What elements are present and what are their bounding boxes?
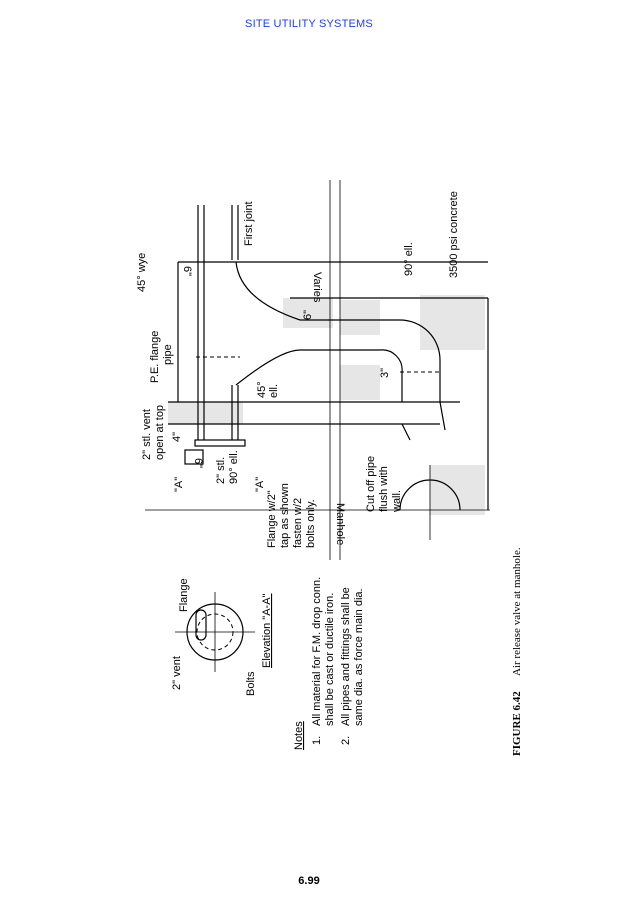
label-flange-tap: Flange w/2" bbox=[266, 490, 278, 548]
note-text: All pipes and fittings shall be bbox=[340, 587, 352, 726]
label-45-ell: 45° bbox=[256, 381, 268, 398]
note-text: same dia. as force main dia. bbox=[353, 588, 365, 726]
label-pe-pipe: pipe bbox=[162, 344, 174, 365]
label-varies: Varies bbox=[311, 272, 323, 303]
note-number: 1. bbox=[311, 736, 323, 745]
note-text: All material for F.M. drop conn. bbox=[311, 577, 323, 726]
label-elev-vent: 2" vent bbox=[171, 656, 183, 690]
label-90-ell: 90° ell. bbox=[403, 242, 415, 276]
label-flange-tap-4: bolts only. bbox=[305, 499, 317, 548]
label-stl-ell-2: 90° ell. bbox=[228, 450, 240, 484]
running-header: SITE UTILITY SYSTEMS bbox=[245, 18, 373, 30]
label-section-a-right: "A" bbox=[254, 477, 266, 492]
drawing-labels: 45° wye 2" stl. vent open at top P.E. fl… bbox=[136, 191, 460, 696]
label-stl-ell: 2" stl. bbox=[215, 457, 227, 484]
page-number: 6.99 bbox=[298, 875, 320, 887]
note-text: shall be cast or ductile iron. bbox=[324, 593, 336, 726]
notes-title: Notes bbox=[293, 721, 305, 750]
label-flange-tap-2: tap as shown bbox=[279, 483, 291, 548]
label-section-a-left: "A" bbox=[173, 477, 185, 492]
notes: Notes 1. All material for F.M. drop conn… bbox=[293, 577, 365, 750]
dim-4: 4" bbox=[171, 432, 183, 442]
dim-6-top: 6" bbox=[181, 266, 193, 276]
figure-label: FIGURE 6.42 bbox=[511, 691, 523, 756]
label-flange-tap-3: fasten w/2 bbox=[292, 498, 304, 548]
dim-3: 3" bbox=[379, 368, 391, 378]
pipes bbox=[184, 180, 446, 560]
structure-lines bbox=[145, 261, 490, 540]
label-manhole: Manhole bbox=[334, 503, 346, 545]
label-elev-flange: Flange bbox=[178, 578, 190, 612]
elevation-a-a-diagram bbox=[175, 592, 255, 672]
label-vent-2: open at top bbox=[154, 405, 166, 460]
label-vent: 2" stl. vent bbox=[141, 409, 153, 460]
label-45-wye: 45° wye bbox=[136, 253, 148, 292]
label-concrete: 3500 psi concrete bbox=[448, 191, 460, 278]
label-cut-off-2: flush with bbox=[378, 466, 390, 512]
label-cut-off-3: wall. bbox=[391, 490, 403, 513]
label-first-joint: First joint bbox=[243, 201, 255, 246]
dim-6-mid: 6" bbox=[302, 310, 314, 320]
label-45-ell-2: ell. bbox=[268, 384, 280, 398]
dim-6-vent: 6" bbox=[192, 458, 204, 468]
note-number: 2. bbox=[340, 736, 352, 745]
figure-title: Air release valve at manhole. bbox=[511, 547, 523, 676]
concrete-areas bbox=[168, 295, 485, 515]
figure-caption: FIGURE 6.42 Air release valve at manhole… bbox=[511, 547, 523, 756]
elevation-title: Elevation "A-A" bbox=[261, 593, 273, 668]
label-elev-bolts: Bolts bbox=[245, 671, 257, 696]
label-cut-off: Cut off pipe bbox=[365, 456, 377, 512]
label-pe-flange: P.E. flange bbox=[149, 331, 161, 383]
